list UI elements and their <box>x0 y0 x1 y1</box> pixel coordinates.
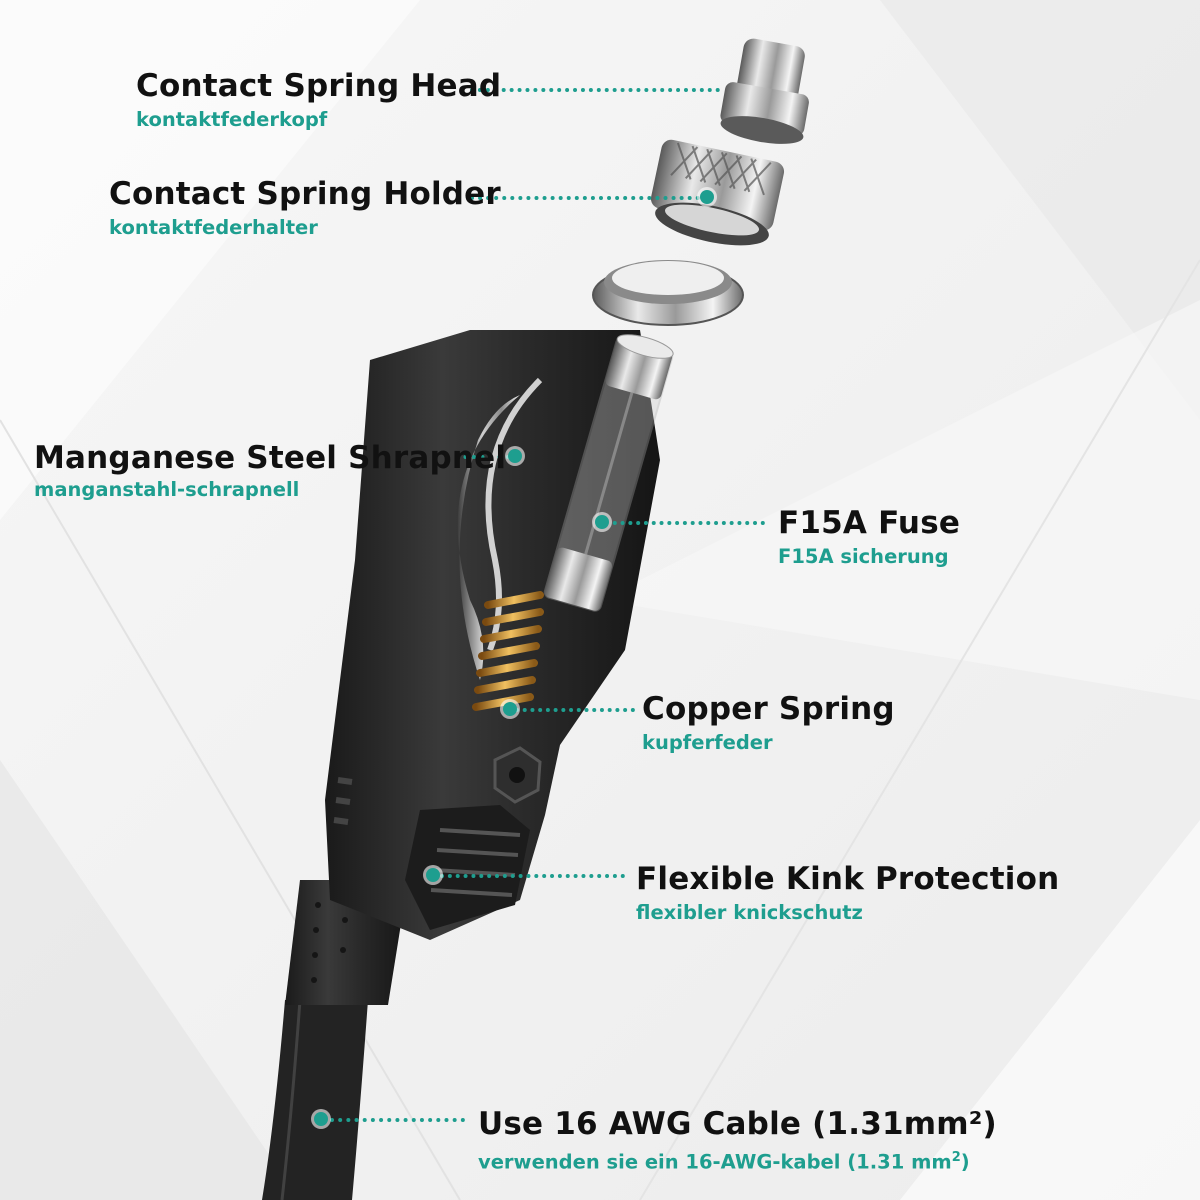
leader-shrapnel <box>455 455 510 459</box>
marker-copper-spring <box>503 702 517 716</box>
label-de: F15A sicherung <box>778 545 949 568</box>
label-en: Contact Spring Head <box>136 68 502 104</box>
label-contact-spring-head: Contact Spring Head kontaktfederkopf <box>136 68 501 132</box>
label-shrapnel: Manganese Steel Shrapnel manganstahl-sch… <box>34 440 506 502</box>
label-copper-spring: Copper Spring kupferfeder <box>642 691 895 755</box>
marker-kink <box>426 868 440 882</box>
label-en: Use 16 AWG Cable (1.31mm²) <box>478 1106 997 1142</box>
label-de: kontaktfederhalter <box>109 216 318 239</box>
label-de-sup: 2 <box>951 1150 961 1165</box>
label-de: kupferfeder <box>642 731 773 754</box>
label-de: flexibler knickschutz <box>636 901 863 924</box>
leader-spring-head <box>470 88 720 92</box>
marker-spring-holder <box>700 190 714 204</box>
marker-cable <box>314 1112 328 1126</box>
label-contact-spring-holder: Contact Spring Holder kontaktfederhalter <box>109 176 501 240</box>
label-en: Copper Spring <box>642 691 895 727</box>
marker-shrapnel <box>508 449 522 463</box>
label-kink-protection: Flexible Kink Protection flexibler knick… <box>636 861 1059 925</box>
leader-fuse <box>605 521 765 525</box>
leader-kink <box>440 874 625 878</box>
label-de: verwenden sie ein 16-AWG-kabel (1.31 mm2… <box>478 1146 997 1175</box>
label-de-text: verwenden sie ein 16-AWG-kabel (1.31 mm <box>478 1150 952 1174</box>
label-fuse: F15A Fuse F15A sicherung <box>778 505 960 569</box>
leader-spring-holder <box>470 196 700 200</box>
label-en: Contact Spring Holder <box>109 176 501 212</box>
label-en: F15A Fuse <box>778 505 961 541</box>
label-de: kontaktfederkopf <box>136 108 328 131</box>
leader-copper-spring <box>515 708 635 712</box>
label-cable: Use 16 AWG Cable (1.31mm²) verwenden sie… <box>478 1106 997 1175</box>
leader-cable <box>330 1118 465 1122</box>
label-en: Manganese Steel Shrapnel <box>34 440 507 476</box>
label-de: manganstahl-schrapnell <box>34 478 300 501</box>
marker-fuse <box>595 515 609 529</box>
label-en: Flexible Kink Protection <box>636 861 1060 897</box>
label-de-close: ) <box>960 1150 970 1174</box>
